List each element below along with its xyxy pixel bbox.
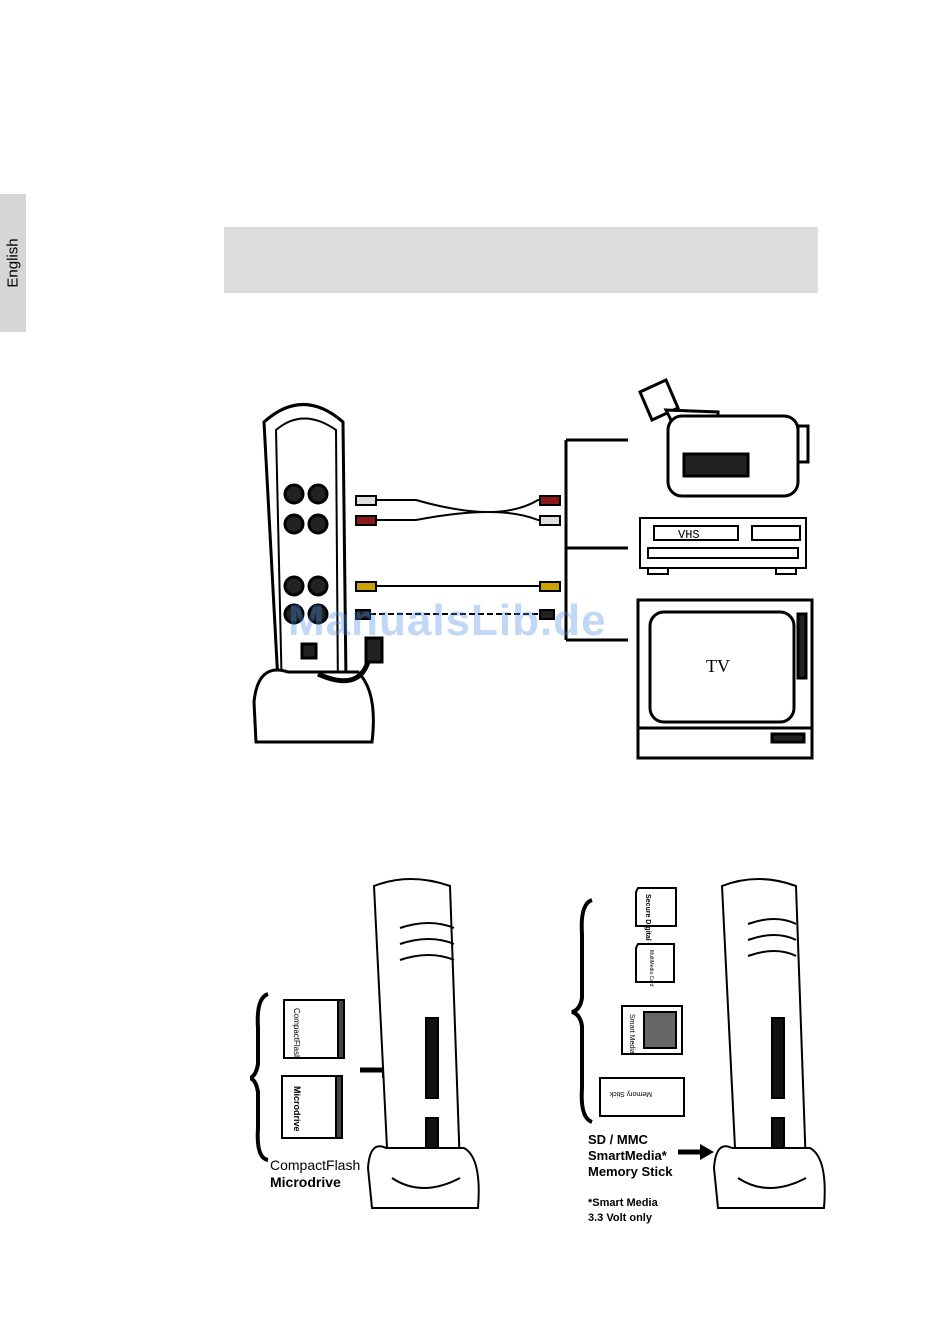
left-caption-line1: CompactFlash — [270, 1157, 360, 1173]
tv-set — [638, 600, 812, 758]
vhs-recorder — [640, 518, 806, 574]
left-caption-line2: Microdrive — [270, 1174, 341, 1190]
card-insert-figure-right: Secure Digital Card MultiMedia Card Smar… — [570, 868, 832, 1240]
sd-card — [636, 888, 676, 926]
microdrive-card — [282, 1076, 342, 1138]
mmc-card-text: MultiMedia Card — [648, 950, 654, 987]
card-insert-figure-left: CompactFlash Microdrive CompactFlash Mic… — [250, 868, 500, 1240]
bracket-icon — [572, 900, 592, 1122]
card-reader-tower — [714, 879, 825, 1208]
vhs-label: VHS — [678, 528, 700, 542]
compactflash-card-text: CompactFlash — [292, 1008, 301, 1060]
right-caption-line2: SmartMedia* — [588, 1148, 668, 1163]
language-tab: English — [0, 194, 26, 332]
right-note-line1: *Smart Media — [588, 1197, 659, 1209]
right-caption-line1: SD / MMC — [588, 1132, 649, 1147]
card-insert-left-svg: CompactFlash Microdrive CompactFlash Mic… — [250, 868, 500, 1240]
tv-label: TV — [706, 656, 730, 676]
connection-diagram: VHS TV — [248, 362, 832, 768]
memory-stick-card-text: Memory Stick — [609, 1090, 652, 1097]
watermark: ManualsLib.de — [288, 596, 607, 646]
right-note-line2: 3.3 Volt only — [588, 1212, 653, 1224]
connection-diagram-svg: VHS TV — [248, 362, 832, 768]
language-tab-label: English — [5, 238, 22, 287]
mmc-card — [636, 944, 674, 982]
heading-band — [224, 227, 818, 293]
right-caption-line3: Memory Stick — [588, 1164, 673, 1179]
card-insert-right-svg: Secure Digital Card MultiMedia Card Smar… — [570, 868, 832, 1240]
bracket-icon — [250, 994, 268, 1160]
microdrive-card-text: Microdrive — [292, 1086, 302, 1132]
smartmedia-card-text: Smart Media — [628, 1014, 635, 1054]
card-reader-tower — [368, 879, 479, 1208]
